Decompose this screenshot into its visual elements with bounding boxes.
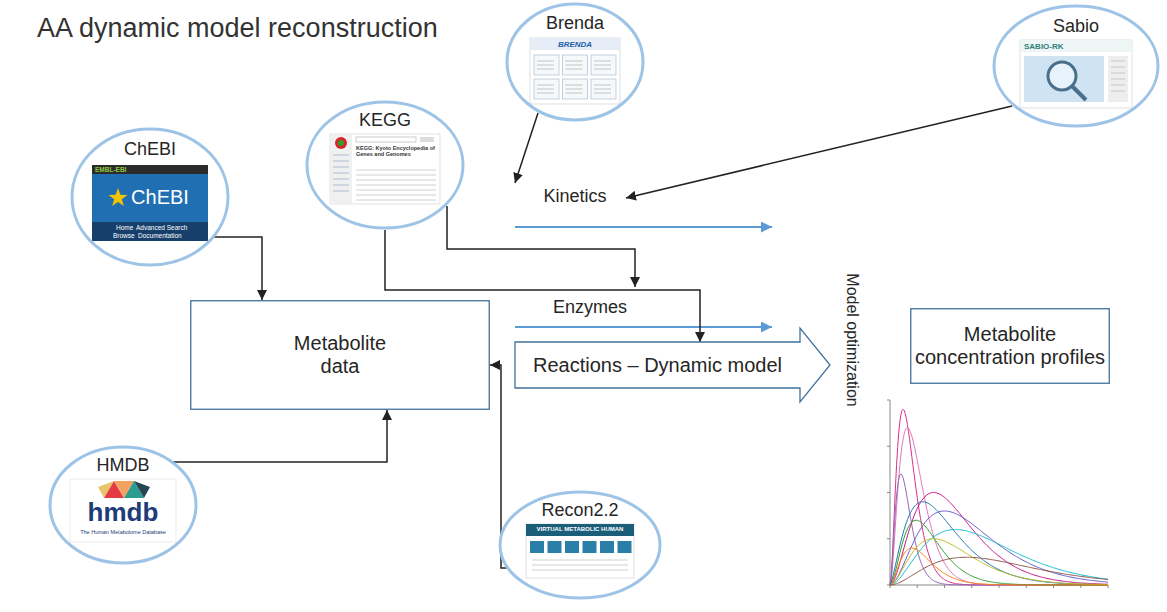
connector-arrow [172, 410, 387, 462]
curve [890, 493, 1108, 586]
step-label: Model optimization [843, 273, 861, 406]
source-name: Recon2.2 [541, 500, 618, 521]
axis-ticks [887, 400, 1108, 588]
chart-axes [890, 400, 1108, 585]
leader-arrow [515, 113, 538, 183]
screenshot-text: EMBL-EBI [95, 166, 126, 173]
box-text: Reactions – Dynamic model [533, 354, 782, 377]
screenshot-text: KEGG: Kyoto Encyclopedia of Genes and Ge… [356, 145, 438, 158]
database-ellipse: Sabio [992, 4, 1160, 128]
logo-text: hmdb [88, 499, 159, 525]
screenshot-text: Advanced Search [136, 224, 187, 231]
screenshot-text: Browse [113, 232, 135, 239]
screenshot-text: BRENDA [558, 40, 592, 49]
source-name: Sabio [1053, 16, 1099, 37]
model-arrow: Reactions – Dynamic model [515, 342, 800, 388]
source-name: HMDB [97, 455, 150, 476]
leader-arrow [626, 106, 1012, 198]
database-ellipse: Brenda [505, 2, 645, 122]
curve [890, 530, 1108, 586]
leader-arrow [447, 206, 635, 287]
flow-label: Enzymes [553, 297, 627, 318]
curve [890, 557, 1108, 585]
source-name: KEGG [359, 110, 411, 131]
screenshot-text: VIRTUAL METABOLIC HUMAN [537, 526, 624, 533]
concentration-curves [890, 409, 1108, 585]
screenshot-picture [330, 134, 440, 204]
screenshot-picture [70, 479, 176, 542]
screenshot-picture [526, 524, 634, 578]
database-ellipse: KEGG [305, 100, 465, 230]
screenshot-text: The Human Metabolome Database [80, 529, 166, 535]
result-box: Metabolite concentration profiles [910, 308, 1110, 384]
curve [890, 502, 1108, 585]
curve [890, 539, 1108, 585]
flow-arrow [515, 326, 772, 328]
database-ellipse: Recon2.2 [498, 490, 662, 600]
curve [890, 474, 1108, 585]
flow-label: Kinetics [543, 186, 606, 207]
screenshot-text: Home [116, 224, 133, 231]
screenshot-picture [1020, 40, 1132, 108]
curve [890, 548, 1108, 585]
diagram-title: AA dynamic model reconstruction [37, 12, 438, 44]
logo-text: ChEBI [131, 186, 189, 209]
screenshot-text: SABIO-RK [1024, 42, 1064, 51]
flow-arrow [515, 226, 772, 228]
screenshot-text: Documentation [138, 232, 182, 239]
data-box: Metabolite data [190, 300, 490, 410]
screenshot-picture [530, 38, 620, 104]
curve [890, 428, 1108, 585]
box-text: Metabolite concentration profiles [910, 323, 1110, 369]
curve [890, 520, 1108, 585]
source-name: ChEBI [124, 139, 176, 160]
screenshot-picture [92, 165, 208, 241]
curve [890, 511, 1108, 585]
curve [890, 409, 1108, 585]
box-text: Metabolite data [280, 332, 400, 378]
connector-arrow [213, 237, 262, 300]
source-name: Brenda [546, 13, 604, 34]
